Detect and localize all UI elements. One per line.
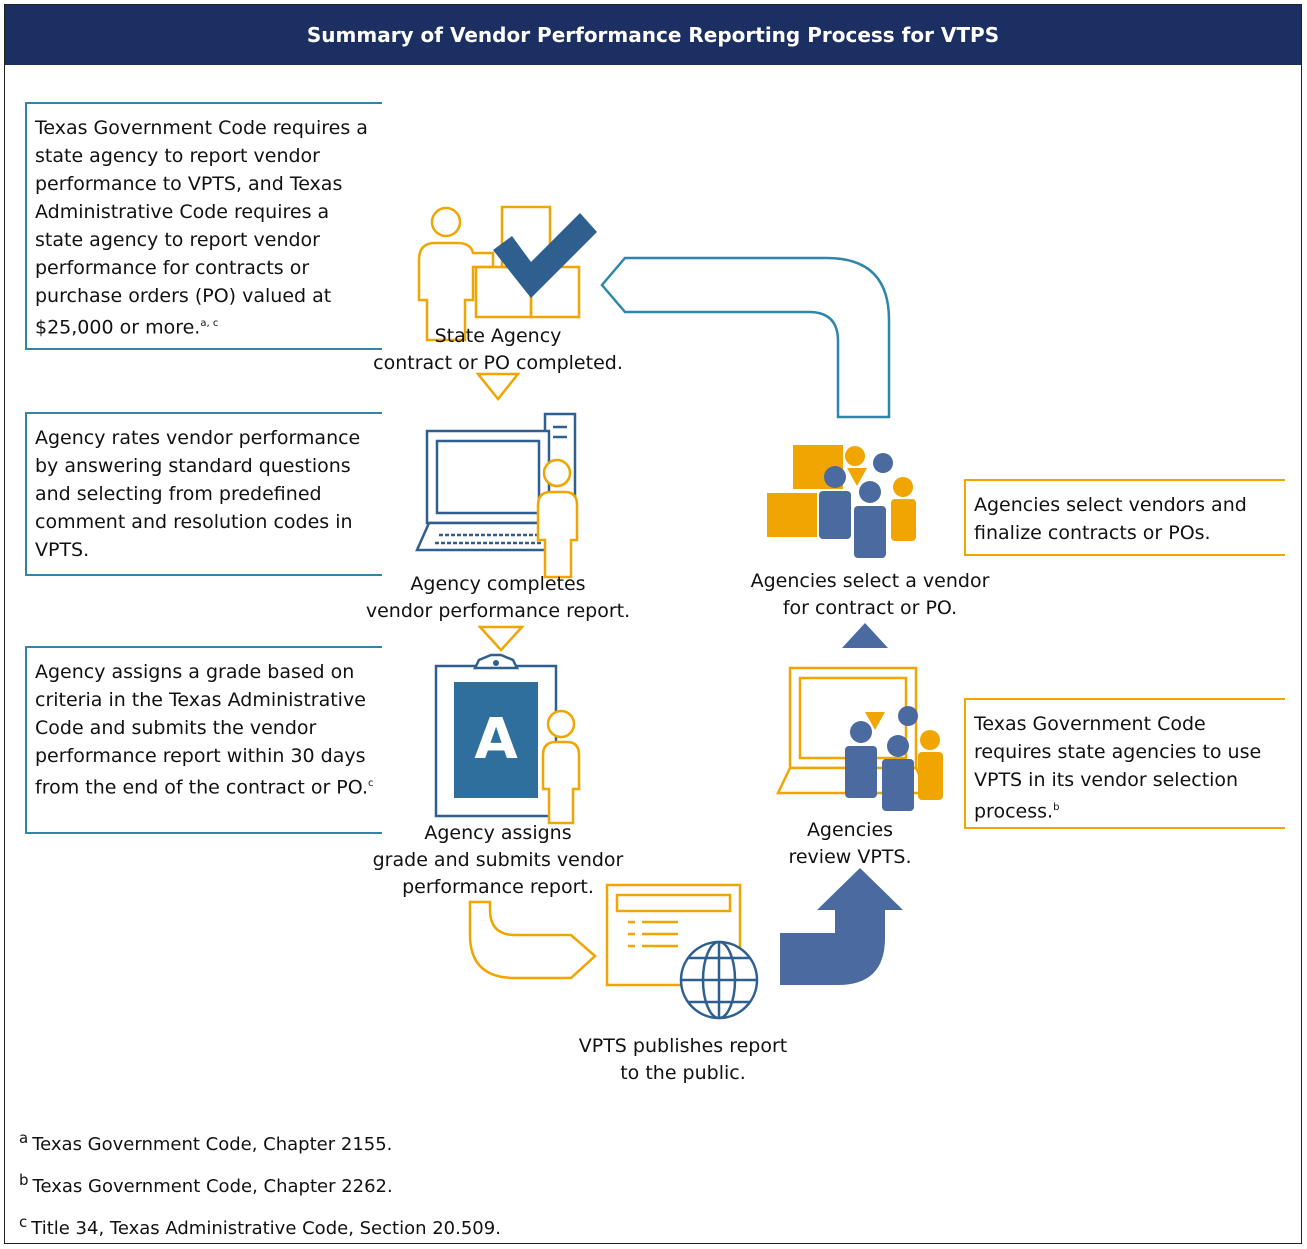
people-group-icon [845, 706, 943, 811]
elbow-arrow-icon [780, 868, 903, 985]
note-vendor-selection: Agencies select vendors and finalize con… [964, 479, 1285, 556]
diagram-title: Summary of Vendor Performance Reporting … [306, 23, 1000, 47]
down-arrow-icon [475, 372, 521, 402]
note-reporting-requirement: Texas Government Code requires a state a… [25, 102, 382, 350]
step-caption-grade-submitted: Agency assigns grade and submits vendor … [372, 822, 624, 898]
down-arrow-icon [477, 625, 525, 652]
clipboard-icon [434, 653, 558, 818]
title-bar: Summary of Vendor Performance Reporting … [5, 5, 1301, 65]
process-illustration [415, 205, 943, 1020]
note-grading-criteria: Agency assigns a grade based on criteria… [25, 646, 382, 834]
person-icon [536, 458, 579, 579]
vendor-selection-icon [767, 445, 916, 558]
step-caption-review-vpts: Agencies review VPTS. [788, 819, 912, 868]
step-caption-contract-completed: State Agency contract or PO completed. [373, 325, 623, 374]
return-arrow-icon [600, 256, 891, 419]
elbow-arrow-icon [468, 900, 597, 980]
person-icon [541, 709, 581, 825]
note-vpts-requirement: Texas Government Code requires state age… [964, 698, 1285, 829]
note-rating-process: Agency rates vendor performance by answe… [25, 412, 382, 576]
step-caption-select-vendor: Agencies select a vendor for contract or… [750, 570, 990, 619]
step-caption-published: VPTS publishes report to the public. [578, 1035, 788, 1084]
checkmark-icon [493, 213, 597, 298]
diagram-frame: Summary of Vendor Performance Reporting … [4, 4, 1302, 1244]
step-caption-report-completed: Agency completes vendor performance repo… [365, 573, 631, 622]
grade-letter: A [474, 707, 518, 772]
up-arrow-icon [842, 623, 888, 648]
globe-icon [679, 940, 759, 1020]
